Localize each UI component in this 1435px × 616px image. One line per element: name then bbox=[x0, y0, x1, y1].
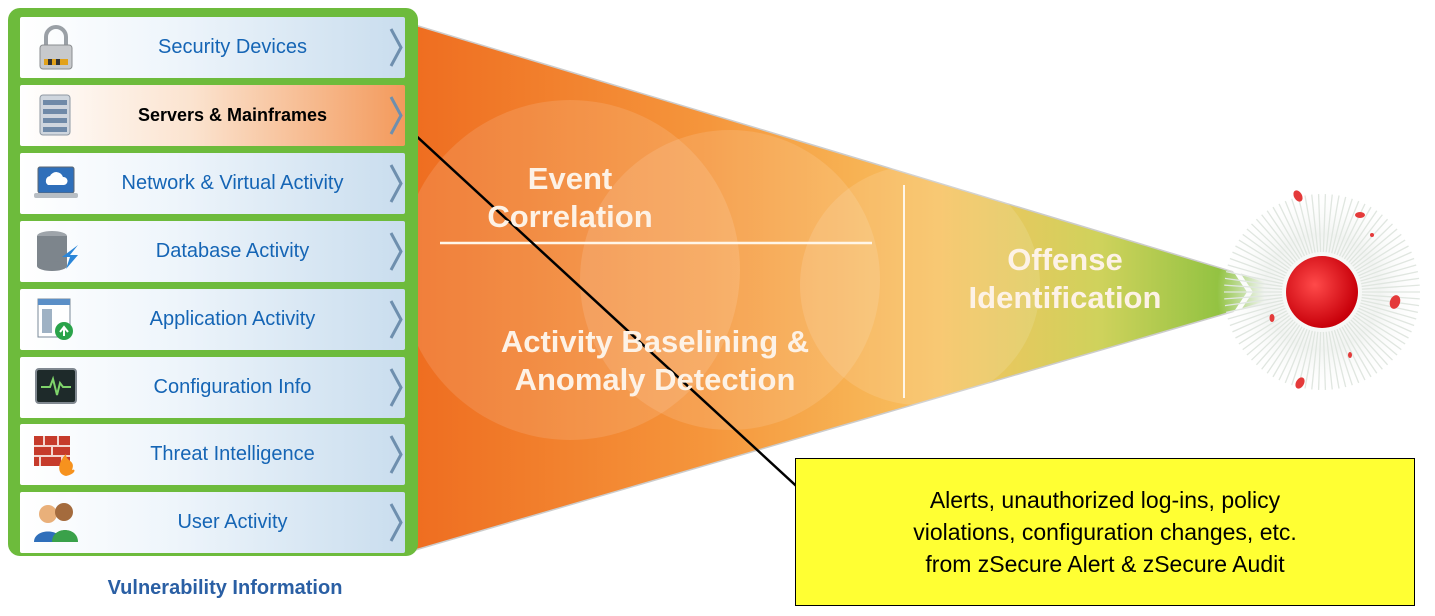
source-row: Application Activity bbox=[20, 288, 405, 350]
server-icon bbox=[39, 94, 71, 136]
chevron-right-icon bbox=[389, 28, 403, 67]
vulnerability-information-caption: Vulnerability Information bbox=[107, 577, 343, 599]
source-row: Database Activity bbox=[20, 220, 405, 282]
users-icon bbox=[34, 503, 78, 543]
source-label: Configuration Info bbox=[153, 375, 312, 398]
activity-baselining-label: Activity Baselining & Anomaly Detection bbox=[455, 323, 855, 399]
event-correlation-line-1: Event bbox=[527, 161, 613, 196]
source-row: User Activity bbox=[20, 492, 405, 554]
monitor-pulse-icon bbox=[35, 367, 77, 404]
callout-line-1: Alerts, unauthorized log-ins, policy bbox=[929, 487, 1281, 513]
funnel bbox=[405, 22, 1300, 553]
source-label: Database Activity bbox=[155, 239, 310, 262]
callout-line-3: from zSecure Alert & zSecure Audit bbox=[925, 551, 1285, 577]
source-row: Security Devices bbox=[20, 17, 405, 78]
offense-identification-line-2: Identification bbox=[968, 280, 1162, 315]
source-label: Network & Virtual Activity bbox=[121, 171, 344, 194]
source-row: Network & Virtual Activity bbox=[20, 152, 405, 214]
source-label: Threat Intelligence bbox=[150, 443, 315, 466]
source-row: Servers & Mainframes bbox=[20, 84, 405, 146]
callout-line-2: violations, configuration changes, etc. bbox=[913, 519, 1297, 545]
firewall-icon bbox=[34, 436, 75, 477]
funnel-top-edge bbox=[404, 21, 1301, 293]
chevron-right-icon bbox=[389, 503, 403, 543]
source-row: Threat Intelligence bbox=[20, 424, 405, 486]
funnel-bottom-edge bbox=[404, 291, 1301, 554]
chevron-right-icon bbox=[389, 164, 403, 203]
alerts-callout: Alerts, unauthorized log-ins, policy vio… bbox=[795, 458, 1415, 606]
cloud-laptop-icon bbox=[34, 166, 78, 198]
source-label: Application Activity bbox=[149, 307, 316, 330]
source-row: Configuration Info bbox=[20, 356, 405, 418]
source-label: Security Devices bbox=[158, 36, 307, 58]
event-correlation-label: Event Correlation bbox=[470, 160, 670, 236]
callout-pointer bbox=[399, 120, 819, 507]
database-icon bbox=[37, 230, 78, 271]
chevron-right-icon bbox=[389, 231, 403, 271]
event-correlation-line-2: Correlation bbox=[487, 199, 653, 234]
source-label: Servers & Mainframes bbox=[137, 104, 328, 125]
activity-baselining-line-2: Anomaly Detection bbox=[514, 362, 796, 397]
target-dot bbox=[1286, 256, 1358, 328]
callout-text: Alerts, unauthorized log-ins, policy vio… bbox=[905, 484, 1305, 580]
chevron-right-icon bbox=[389, 367, 403, 407]
chevron-right-icon bbox=[389, 435, 403, 475]
source-label: User Activity bbox=[177, 511, 288, 534]
chevron-right-icon bbox=[389, 96, 403, 135]
chevron-right-icon bbox=[389, 299, 403, 339]
offense-identification-label: Offense Identification bbox=[935, 241, 1195, 317]
offense-identification-line-1: Offense bbox=[1007, 242, 1123, 277]
padlock-icon bbox=[39, 25, 73, 70]
splatter bbox=[1269, 190, 1401, 389]
application-window-icon bbox=[37, 298, 73, 340]
burst-rays bbox=[1224, 194, 1420, 390]
activity-baselining-line-1: Activity Baselining & bbox=[500, 324, 810, 359]
